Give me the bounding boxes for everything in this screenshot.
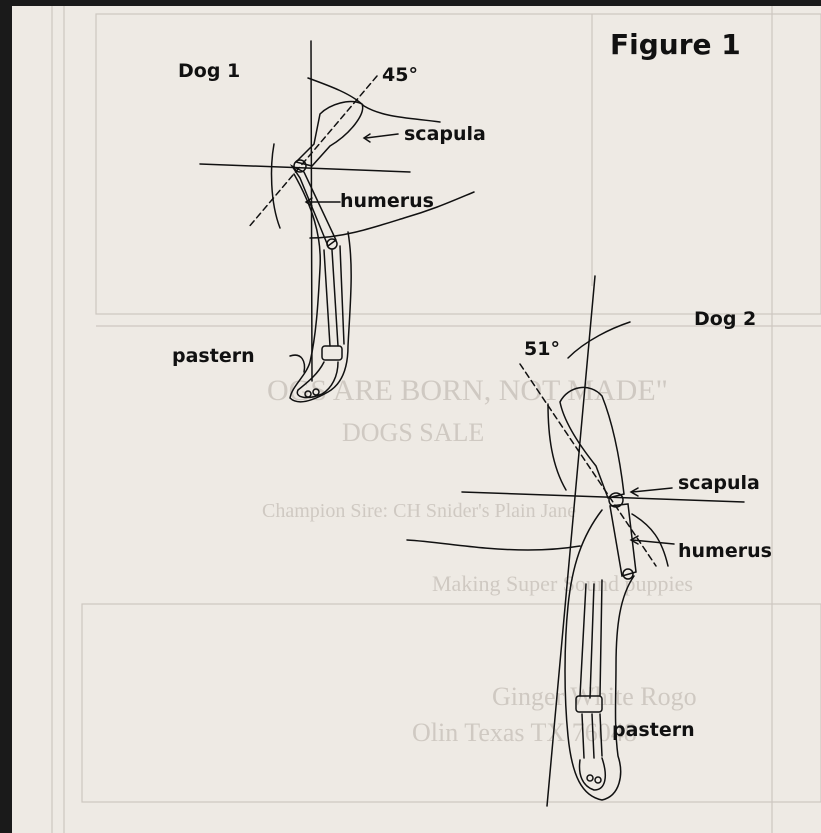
dog1-scapula-pointer [366, 134, 398, 138]
dog2-angle: 51° [524, 338, 560, 360]
dog2-humerus-label: humerus [678, 540, 772, 562]
dog1-humerus-label: humerus [340, 190, 434, 212]
dog1-pastern-pointer [290, 355, 304, 372]
dog1-pastern-bones [297, 362, 338, 397]
dog2-pastern-label: pastern [612, 719, 695, 741]
dog2-carpus [576, 696, 602, 712]
dog1-body-contour [308, 78, 440, 122]
scanned-page: OGS ARE BORN, NOT MADE" DOGS SALE Champi… [12, 6, 821, 833]
dog1-humerus [292, 166, 336, 246]
dog2-scapula [560, 387, 624, 498]
dog2-angle-line [520, 364, 656, 566]
dog1-scapula-label: scapula [404, 123, 486, 145]
dog2-pastern-bones [580, 758, 606, 790]
dog1-name: Dog 1 [178, 60, 240, 82]
dog2-name: Dog 2 [694, 308, 756, 330]
dog1-angle: 45° [382, 64, 418, 86]
figure-title: Figure 1 [610, 28, 741, 61]
dog1-pastern-label: pastern [172, 345, 255, 367]
dog2-scapula-label: scapula [678, 472, 760, 494]
dog1-carpus [322, 346, 342, 360]
dog1-scapula [296, 102, 363, 166]
